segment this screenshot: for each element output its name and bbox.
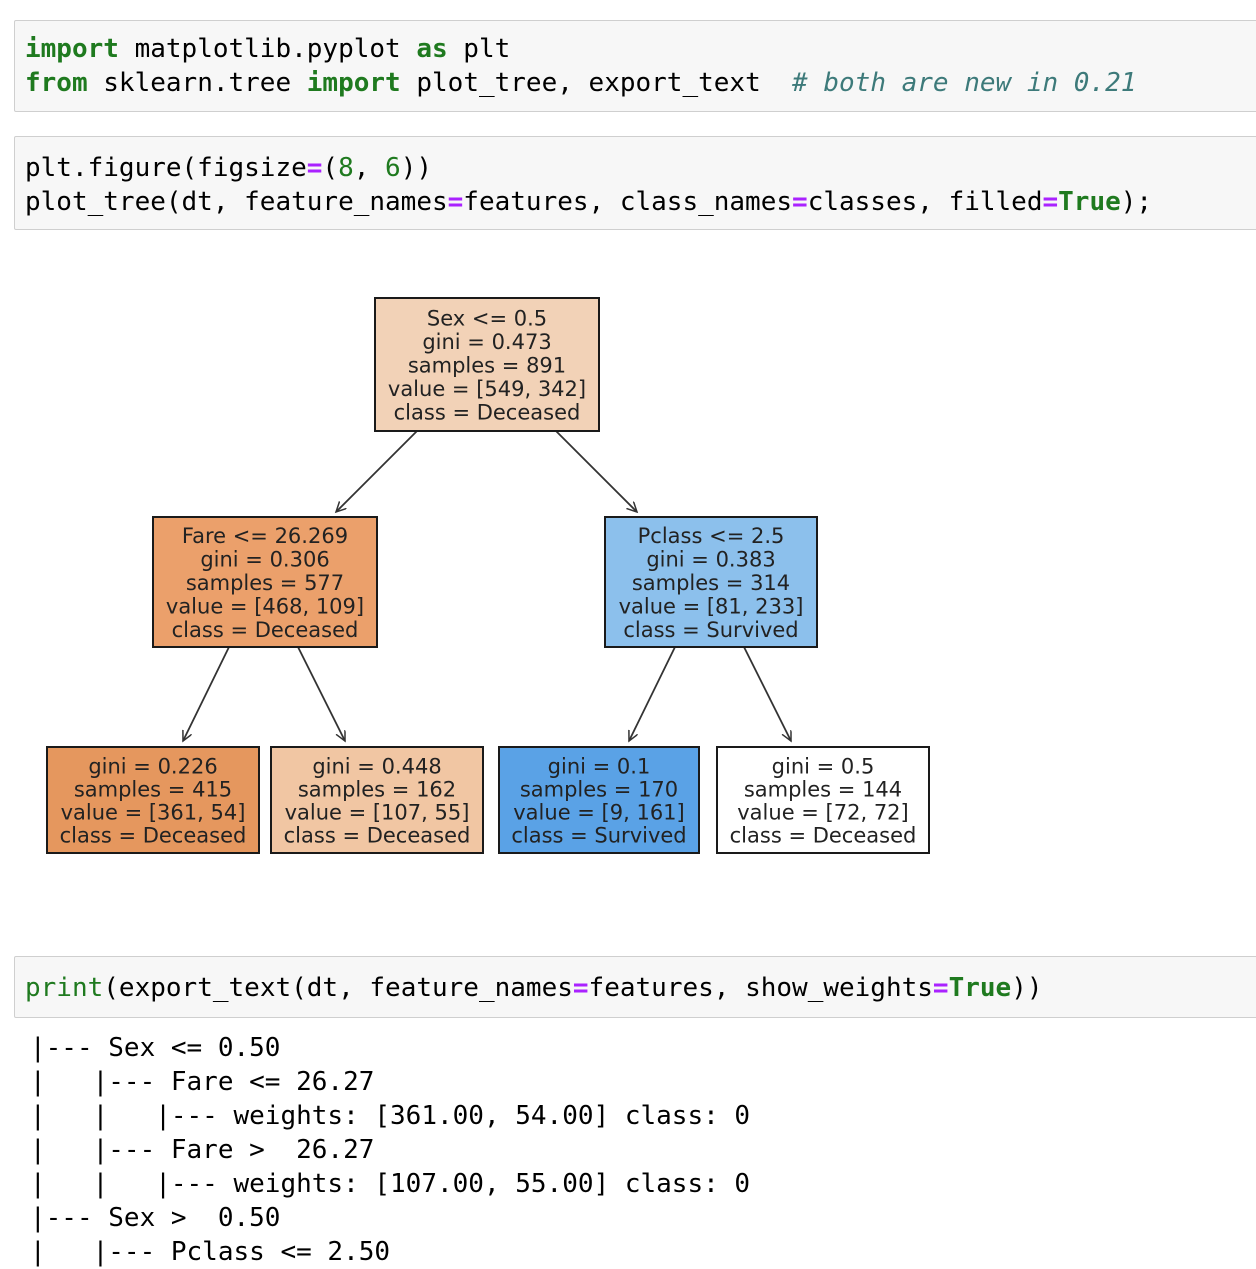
- tree-node-text: gini = 0.1: [548, 755, 651, 779]
- code-cell-plot-tree[interactable]: plt.figure(figsize=(8, 6)) plot_tree(dt,…: [14, 136, 1256, 230]
- tree-edge-arrow: [297, 646, 346, 741]
- builtin-print: print: [25, 973, 104, 1003]
- code-text: plot_tree(dt, feature_names: [25, 187, 448, 217]
- code-text: ,: [353, 153, 386, 183]
- code-text: plt: [447, 34, 511, 64]
- operator: =: [572, 973, 589, 1003]
- operator: =: [447, 187, 464, 217]
- code-text: plot_tree, export_text: [400, 68, 793, 98]
- tree-node-text: value = [72, 72]: [737, 801, 909, 825]
- tree-node-text: gini = 0.5: [772, 755, 875, 779]
- output-line: | |--- Pclass <= 2.50: [30, 1237, 391, 1267]
- code-line-print: print(export_text(dt, feature_names=feat…: [25, 971, 1043, 1005]
- tree-node-text: value = [468, 109]: [166, 595, 364, 619]
- output-line: | | |--- weights: [107.00, 55.00] class:…: [30, 1169, 751, 1199]
- tree-edge-arrow: [743, 646, 792, 741]
- tree-node-text: value = [107, 55]: [285, 801, 470, 825]
- code-text: (: [322, 153, 339, 183]
- code-text: features, class_names: [463, 187, 793, 217]
- code-line-import-matplotlib: import matplotlib.pyplot as plt: [25, 32, 510, 66]
- keyword-import: import: [25, 34, 119, 64]
- tree-node-text: class = Survived: [623, 618, 798, 642]
- code-comment: # both are new in 0.21: [792, 68, 1137, 98]
- tree-node-text: value = [549, 342]: [388, 377, 586, 401]
- output-line: | | |--- weights: [361.00, 54.00] class:…: [30, 1101, 751, 1131]
- code-text: sklearn.tree: [87, 68, 307, 98]
- code-cell-imports[interactable]: import matplotlib.pyplot as plt from skl…: [14, 20, 1256, 112]
- code-line-import-sklearn: from sklearn.tree import plot_tree, expo…: [25, 66, 1136, 100]
- tree-node-text: samples = 162: [298, 778, 456, 802]
- tree-node-text: gini = 0.383: [646, 548, 775, 572]
- tree-node-text: samples = 415: [74, 778, 232, 802]
- keyword-import: import: [306, 68, 401, 98]
- tree-node-box: [716, 746, 930, 854]
- tree-node-box: [374, 297, 600, 432]
- code-text: )): [400, 153, 433, 183]
- tree-node-text: samples = 577: [186, 571, 344, 595]
- keyword-true: True: [1058, 187, 1121, 217]
- output-line: |--- Sex <= 0.50: [30, 1033, 281, 1063]
- code-text: );: [1120, 187, 1153, 217]
- tree-node-text: gini = 0.448: [312, 755, 441, 779]
- tree-node-text: Pclass <= 2.5: [638, 524, 785, 548]
- operator: =: [932, 973, 949, 1003]
- tree-node-text: samples = 314: [632, 571, 790, 595]
- tree-node-text: value = [9, 161]: [513, 801, 685, 825]
- operator: =: [792, 187, 808, 217]
- tree-node-text: samples = 170: [520, 778, 678, 802]
- tree-node-text: samples = 891: [408, 354, 566, 378]
- code-text: )): [1011, 973, 1043, 1003]
- code-text: features, show_weights: [588, 973, 933, 1003]
- tree-node-text: gini = 0.306: [200, 548, 329, 572]
- output-line: | |--- Fare > 26.27: [30, 1135, 375, 1165]
- tree-node-box: [152, 516, 378, 648]
- tree-edge-arrow: [336, 430, 418, 512]
- tree-node-text: class = Deceased: [284, 824, 471, 848]
- tree-node-text: class = Survived: [511, 824, 686, 848]
- output-line: | |--- Fare <= 26.27: [30, 1067, 375, 1097]
- tree-node-text: class = Deceased: [172, 618, 359, 642]
- tree-node-box: [46, 746, 260, 854]
- tree-edge-arrow: [183, 646, 230, 741]
- tree-node-text: value = [81, 233]: [619, 595, 804, 619]
- tree-node-text: gini = 0.226: [88, 755, 217, 779]
- tree-node-text: gini = 0.473: [422, 330, 551, 354]
- tree-node-text: samples = 144: [744, 778, 902, 802]
- keyword-true: True: [948, 973, 1012, 1003]
- code-cell-export-text[interactable]: print(export_text(dt, feature_names=feat…: [14, 956, 1256, 1018]
- operator: =: [306, 153, 323, 183]
- number: 8: [338, 153, 354, 183]
- operator: =: [1042, 187, 1059, 217]
- tree-node-text: class = Deceased: [394, 401, 581, 425]
- code-line-plot-tree: plot_tree(dt, feature_names=features, cl…: [25, 185, 1152, 219]
- tree-edge-arrow: [555, 430, 637, 512]
- tree-edge-arrow: [629, 646, 676, 741]
- tree-node-text: value = [361, 54]: [61, 801, 246, 825]
- code-text: matplotlib.pyplot: [118, 34, 417, 64]
- number: 6: [385, 153, 401, 183]
- tree-node-text: Sex <= 0.5: [427, 307, 547, 331]
- code-text: classes, filled: [807, 187, 1043, 217]
- tree-node-box: [498, 746, 700, 854]
- tree-node-text: class = Deceased: [60, 824, 247, 848]
- keyword-as: as: [416, 34, 448, 64]
- tree-node-box: [270, 746, 484, 854]
- keyword-from: from: [25, 68, 88, 98]
- tree-node-text: Fare <= 26.269: [182, 524, 348, 548]
- code-text: plt.figure(figsize: [25, 153, 307, 183]
- tree-node-box: [604, 516, 818, 648]
- output-line: |--- Sex > 0.50: [30, 1203, 281, 1233]
- code-text: (export_text(dt, feature_names: [103, 973, 573, 1003]
- tree-node-text: class = Deceased: [730, 824, 917, 848]
- code-line-figure: plt.figure(figsize=(8, 6)): [25, 151, 432, 185]
